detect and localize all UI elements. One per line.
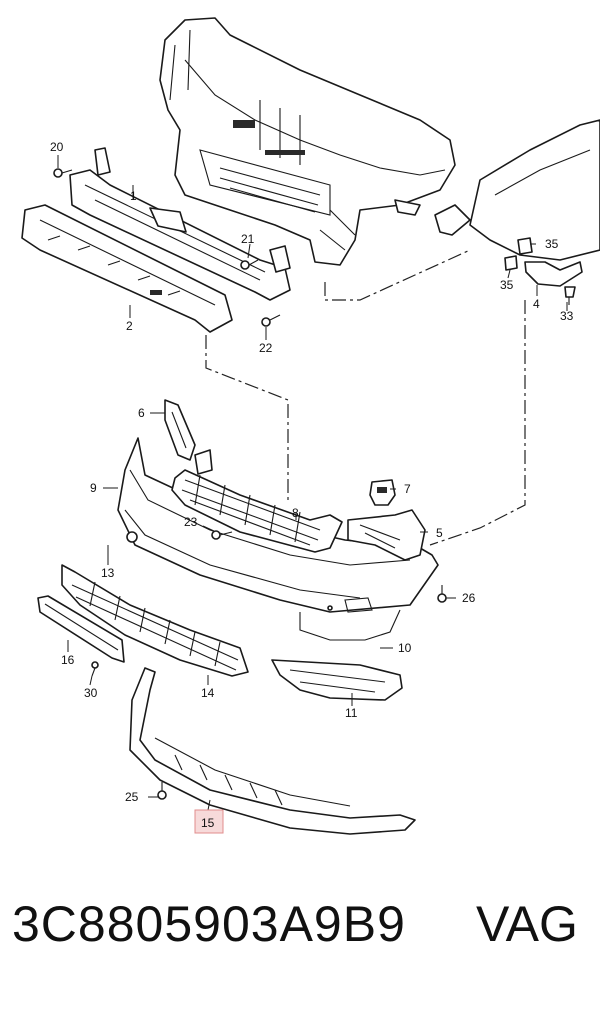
clip-7 [369, 479, 396, 506]
footer: 3C8805903A9B9 VAG [0, 895, 600, 985]
carrier-bar [69, 147, 291, 301]
screws-top [53, 168, 281, 327]
spoiler [129, 667, 416, 835]
lower-grille [61, 564, 249, 677]
lock-carrier [159, 17, 456, 266]
callout-6: 6 [138, 406, 145, 420]
callout-15: 15 [201, 816, 215, 830]
impact-absorber [21, 204, 233, 333]
callout-33: 33 [560, 309, 574, 323]
callout-21: 21 [241, 232, 255, 246]
highlighted-callout-box [194, 809, 224, 834]
callout-5: 5 [436, 526, 443, 540]
bracket-5 [347, 509, 426, 561]
callout-7: 7 [404, 482, 411, 496]
callout-35-right: 35 [545, 237, 559, 251]
grille [171, 449, 343, 553]
callout-4: 4 [533, 297, 540, 311]
callout-9: 9 [90, 481, 97, 495]
callout-35-left: 35 [500, 278, 514, 292]
callout-25: 25 [125, 790, 139, 804]
callout-22: 22 [259, 341, 273, 355]
reference-lines [205, 249, 526, 546]
callout-11: 11 [345, 706, 358, 720]
callout-8: 8 [292, 506, 299, 520]
fog-lamp-trim [271, 659, 403, 701]
bracket-assembly [504, 237, 583, 305]
callout-2: 2 [126, 319, 133, 333]
callout-26: 26 [462, 591, 476, 605]
bracket-6 [164, 399, 196, 461]
trim-strip [37, 595, 125, 677]
callout-1: 1 [130, 189, 137, 203]
callout-16: 16 [61, 653, 75, 667]
callout-labels: 1 2 4 5 6 7 8 9 10 11 13 14 15 16 20 21 … [50, 140, 574, 830]
callout-10: 10 [398, 641, 412, 655]
screws-middle [126, 530, 447, 603]
callout-23: 23 [184, 515, 198, 529]
callout-14: 14 [201, 686, 215, 700]
leader-lines [57, 155, 568, 811]
part-number: 3C8805903A9B9 [12, 896, 406, 952]
callout-30: 30 [84, 686, 98, 700]
callout-20: 20 [50, 140, 64, 154]
brand-label: VAG [476, 896, 578, 952]
fender [434, 119, 600, 261]
exploded-parts-diagram: 1 2 4 5 6 7 8 9 10 11 13 14 15 16 20 21 … [21, 17, 600, 835]
callout-13: 13 [101, 566, 115, 580]
